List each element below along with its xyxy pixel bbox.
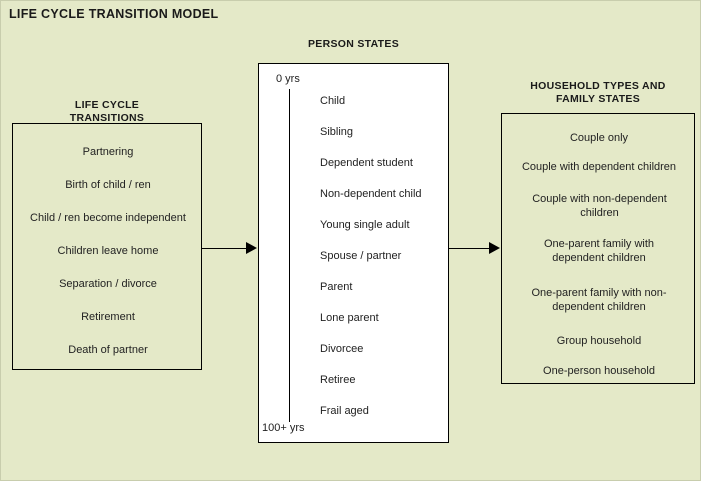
list-item: Lone parent	[320, 312, 379, 324]
list-item: Child / ren become independent	[30, 212, 186, 224]
list-item: One-parent family with dependent childre…	[543, 238, 655, 264]
heading-person-states: PERSON STATES	[258, 38, 449, 51]
heading-line-2: TRANSITIONS	[69, 112, 145, 124]
list-item: Group household	[556, 335, 642, 347]
panel-life-cycle-transitions: Partnering Birth of child / ren Child / …	[12, 123, 202, 370]
heading-line-1: PERSON STATES	[307, 38, 400, 50]
list-item: Couple with dependent children	[521, 161, 677, 173]
list-item: Parent	[320, 281, 353, 293]
heading-line-1: LIFE CYCLE	[74, 99, 140, 111]
heading-line-2: FAMILY STATES	[555, 93, 641, 105]
age-label-start: 0 yrs	[276, 73, 300, 85]
list-item: Partnering	[82, 146, 134, 158]
heading-life-cycle-transitions: LIFE CYCLE TRANSITIONS	[12, 99, 202, 125]
connector-line-transitions-to-person-states	[202, 248, 248, 249]
list-item: Birth of child / ren	[65, 179, 151, 191]
list-item: Children leave home	[57, 245, 159, 257]
list-item: Retirement	[81, 311, 135, 323]
list-item: Death of partner	[68, 344, 148, 356]
list-item: Child	[320, 95, 346, 107]
connector-line-person-states-to-household-types	[449, 248, 491, 249]
list-item: Non-dependent child	[320, 188, 422, 200]
list-item: Retiree	[320, 374, 356, 386]
list-item: Spouse / partner	[320, 250, 402, 262]
page-title: LIFE CYCLE TRANSITION MODEL	[9, 7, 219, 21]
age-timeline-line	[289, 89, 290, 422]
list-item: One-parent family with non-dependent chi…	[531, 287, 667, 313]
list-item: Sibling	[320, 126, 354, 138]
list-item: Divorcee	[320, 343, 364, 355]
list-item: Frail aged	[320, 405, 369, 417]
list-item: Couple with non-dependent children	[532, 193, 667, 219]
list-item: Separation / divorce	[59, 278, 157, 290]
arrowhead-icon	[489, 242, 500, 254]
list-item: One-person household	[543, 365, 655, 377]
list-item: Young single adult	[320, 219, 410, 231]
list-item: Dependent student	[320, 157, 413, 169]
arrowhead-icon	[246, 242, 257, 254]
heading-household-types-and-family-states: HOUSEHOLD TYPES AND FAMILY STATES	[501, 80, 695, 106]
age-label-end: 100+ yrs	[262, 422, 305, 434]
list-item: Couple only	[569, 132, 629, 144]
heading-line-1: HOUSEHOLD TYPES AND	[530, 80, 666, 92]
panel-household-types: Couple only Couple with dependent childr…	[501, 113, 695, 384]
panel-person-states: 0 yrs 100+ yrs Child Sibling Dependent s…	[258, 63, 449, 443]
